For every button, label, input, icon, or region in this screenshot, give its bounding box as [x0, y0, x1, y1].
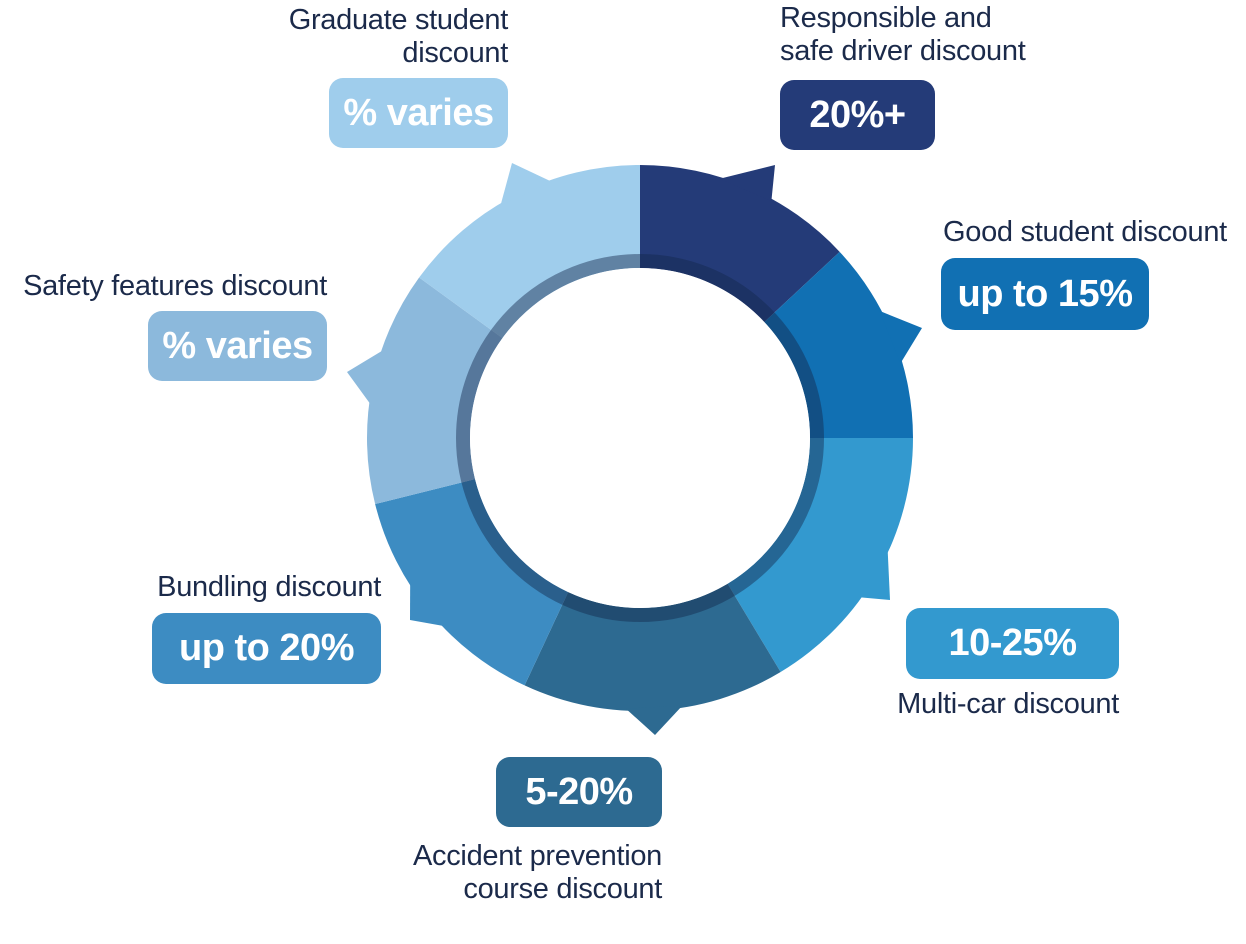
segment-multi-car: [727, 438, 913, 673]
center-hole: [470, 268, 810, 608]
graduate-student-badge: % varies: [329, 78, 508, 148]
bundling-label: Bundling discount: [157, 571, 381, 603]
accident-prevention-badge: 5-20%: [496, 757, 662, 827]
segment-safety: [366, 277, 503, 505]
multi-car-badge: 10-25%: [906, 608, 1119, 679]
graduate-student-label: Graduate student discount: [288, 4, 509, 69]
accident-prevention-label: Accident prevention course discount: [412, 840, 662, 905]
pointer-multi-car: [859, 548, 890, 600]
responsible-driver-label: Responsible and safe driver discount: [780, 2, 1026, 67]
good-student-label: Good student discount: [943, 216, 1227, 248]
segment-graduate: [419, 165, 640, 339]
pointer-bundling: [410, 581, 446, 627]
pointer-responsible: [719, 165, 775, 201]
multi-car-label: Multi-car discount: [897, 688, 1119, 720]
segment-good-student: [764, 251, 913, 438]
segment-bundling: [375, 479, 569, 686]
pointer-accident: [625, 705, 683, 735]
pointer-safety: [347, 349, 384, 405]
pointer-graduate: [500, 163, 552, 206]
safety-features-badge: % varies: [148, 311, 327, 381]
good-student-badge: up to 15%: [941, 258, 1149, 330]
safety-features-label: Safety features discount: [23, 270, 327, 302]
inner-ring: [456, 254, 824, 622]
pointer-good-student: [879, 310, 922, 364]
bundling-badge: up to 20%: [152, 613, 381, 684]
responsible-driver-badge: 20%+: [780, 80, 935, 150]
segment-accident: [524, 583, 781, 711]
segment-responsible: [640, 165, 840, 323]
